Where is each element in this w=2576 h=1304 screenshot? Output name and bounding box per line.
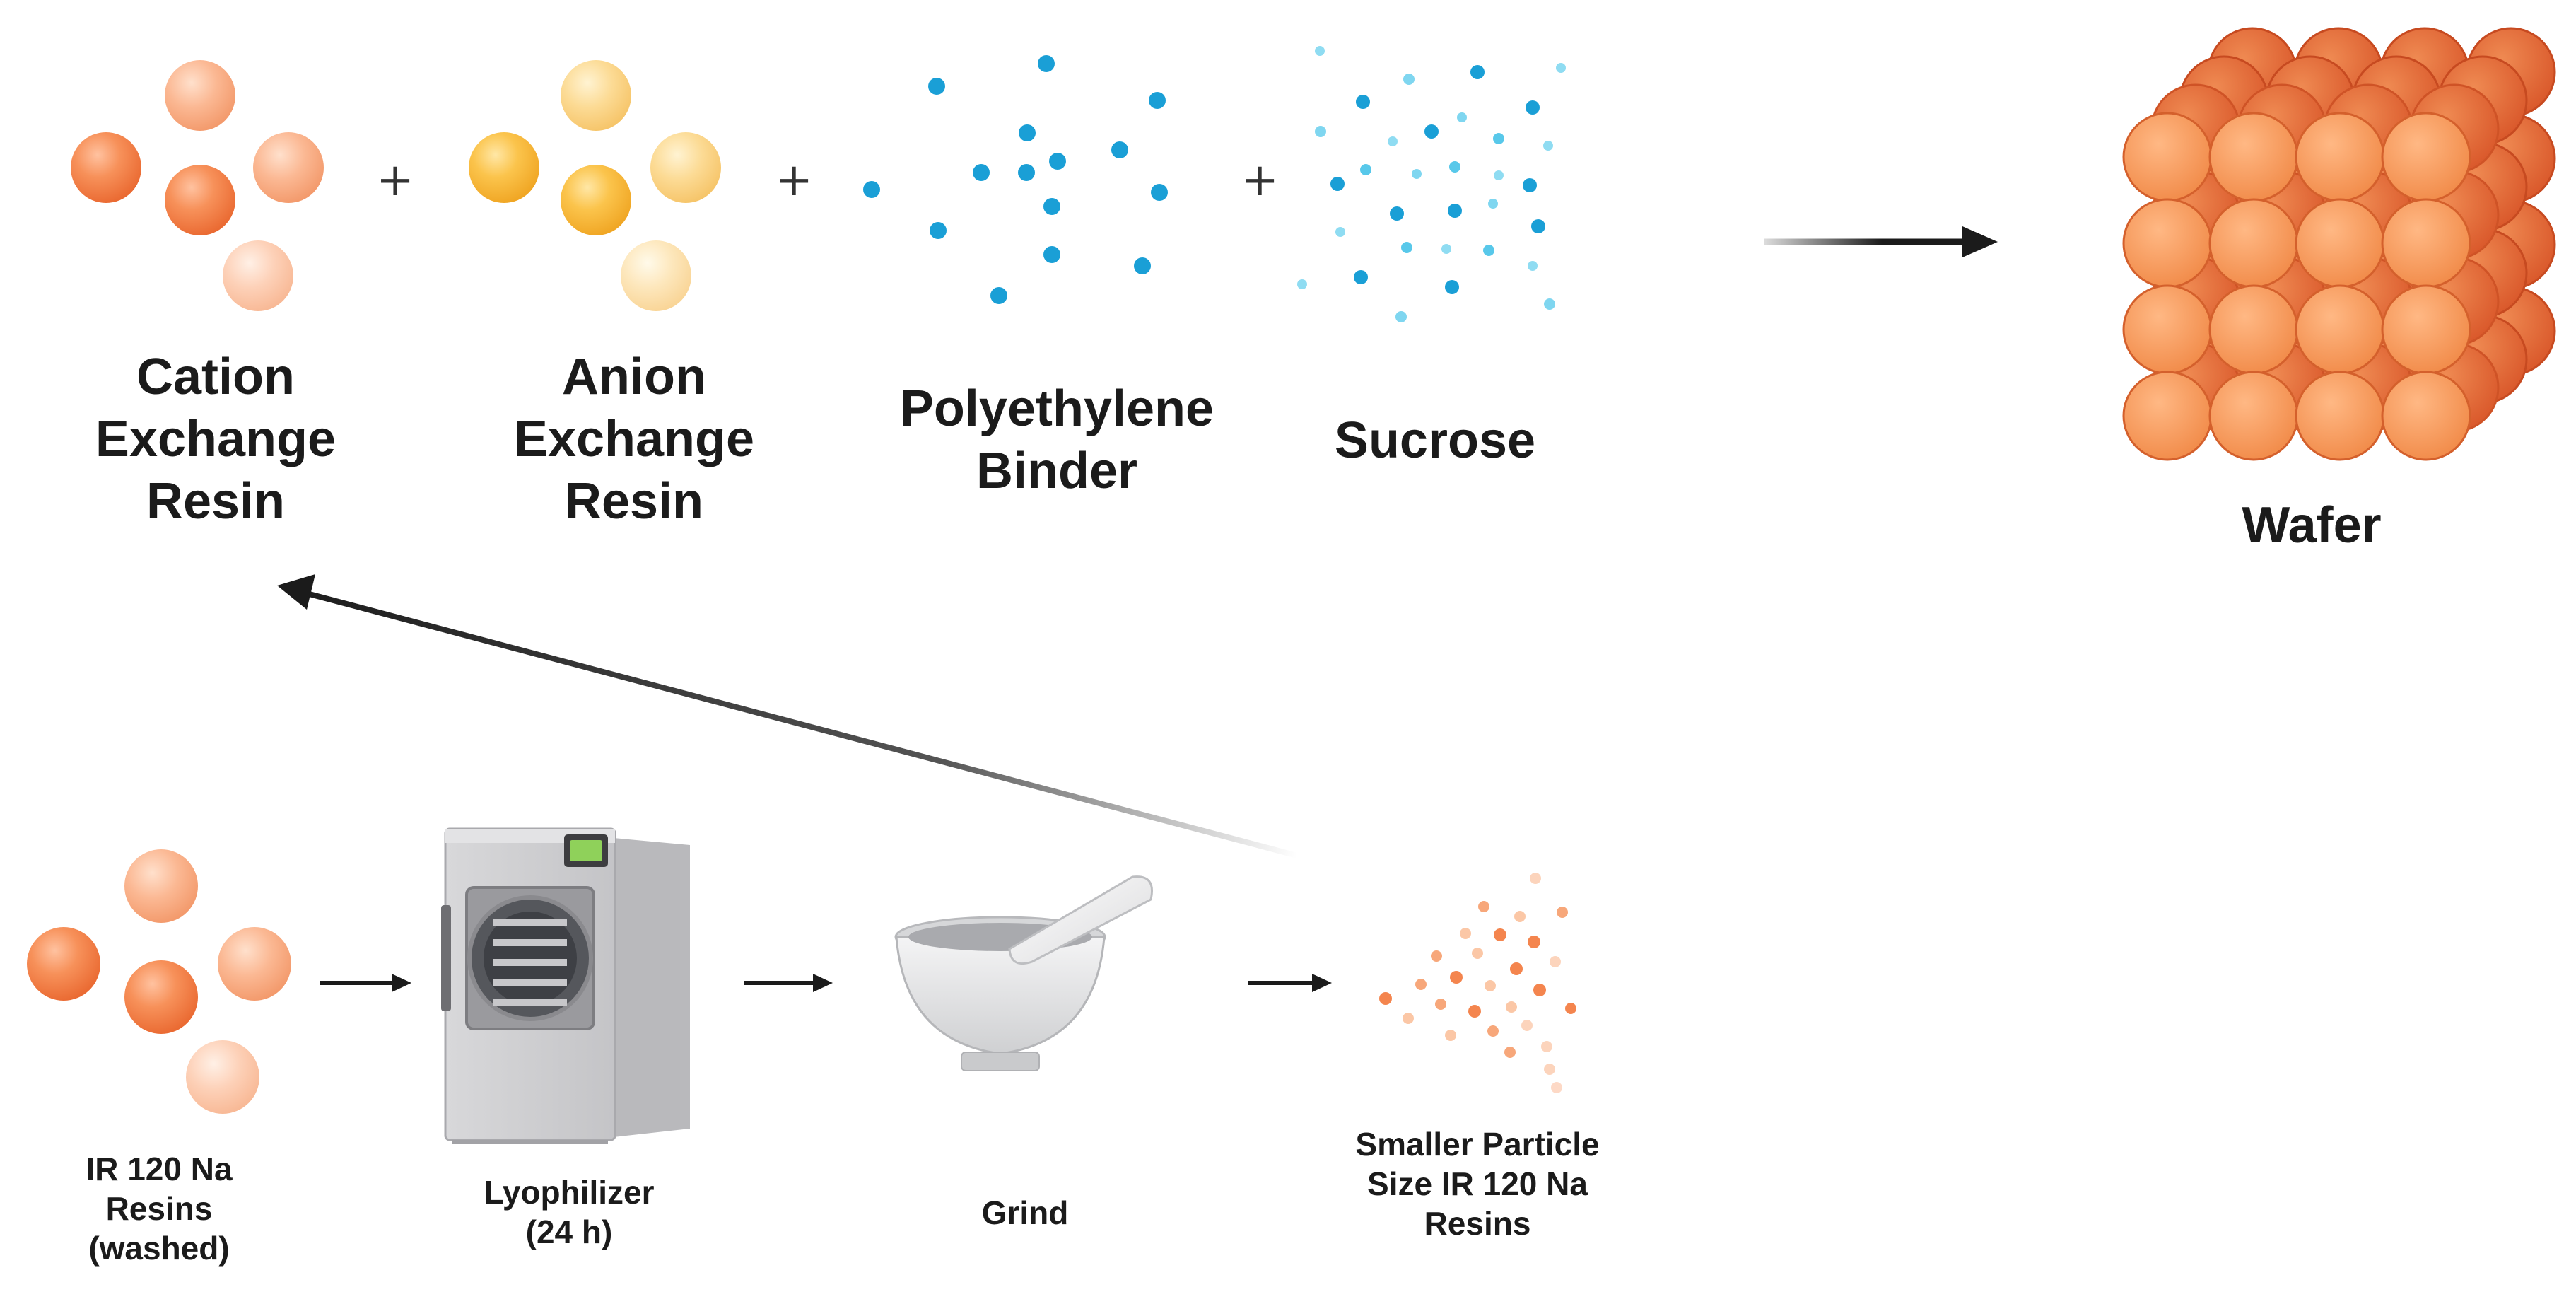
wafer-bead bbox=[2208, 284, 2299, 375]
return-arrow bbox=[277, 574, 1299, 858]
wafer-bead bbox=[2295, 198, 2385, 289]
wafer-bead bbox=[2122, 371, 2213, 461]
lyophilizer-label: Lyophilizer(24 h) bbox=[484, 1174, 655, 1251]
plus-sign: + bbox=[1241, 154, 1279, 206]
anion-resin-icon bbox=[469, 60, 721, 311]
wafer-bead bbox=[2208, 198, 2299, 289]
wafer-icon bbox=[2122, 27, 2556, 461]
wafer-bead bbox=[2208, 371, 2299, 461]
lyophilizer-icon bbox=[441, 827, 690, 1144]
wafer-bead bbox=[2295, 371, 2385, 461]
wafer-bead bbox=[2295, 112, 2385, 202]
plus-sign: + bbox=[775, 154, 813, 206]
sucrose-icon bbox=[1297, 46, 1566, 322]
wafer-bead bbox=[2295, 284, 2385, 375]
wafer-bead bbox=[2208, 112, 2299, 202]
cation-resin-icon bbox=[71, 60, 324, 311]
wafer-bead bbox=[2122, 198, 2213, 289]
step-arrow bbox=[320, 974, 411, 992]
polyethylene-binder-icon bbox=[863, 55, 1168, 304]
small-particles-icon bbox=[1379, 873, 1576, 1093]
to-wafer-arrow bbox=[1764, 226, 1998, 257]
wafer-bead bbox=[2381, 112, 2471, 202]
wafer-bead bbox=[2381, 371, 2471, 461]
wafer-bead bbox=[2122, 112, 2213, 202]
wafer-bead bbox=[2122, 284, 2213, 375]
ir120-resin-icon bbox=[27, 849, 291, 1114]
wafer-bead bbox=[2381, 284, 2471, 375]
plus-sign: + bbox=[376, 154, 414, 206]
sucrose-label: Sucrose bbox=[1334, 412, 1536, 469]
mortar-pestle-icon bbox=[894, 875, 1153, 1071]
wafer-label: Wafer bbox=[2242, 497, 2382, 554]
step-arrow bbox=[744, 974, 833, 992]
step-arrow bbox=[1248, 974, 1332, 992]
grind-label: Grind bbox=[981, 1194, 1069, 1231]
wafer-bead bbox=[2381, 198, 2471, 289]
